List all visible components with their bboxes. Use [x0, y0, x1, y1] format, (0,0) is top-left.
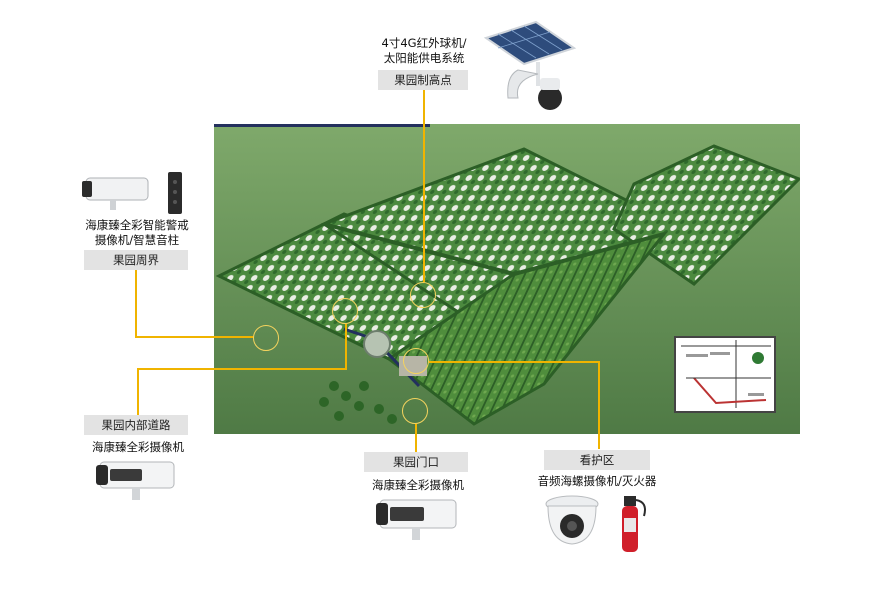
perimeter-label: 果园周界 [84, 250, 188, 270]
high-point-label: 果园制高点 [378, 70, 468, 90]
leader-line-guard-v [598, 361, 600, 449]
outer-trees [319, 381, 397, 424]
perimeter-marker [253, 325, 279, 351]
top-road-strip [214, 124, 430, 127]
gate-caption: 海康臻全彩摄像机 [372, 478, 464, 492]
perimeter-caption: 海康臻全彩智能警戒 摄像机/智慧音柱 [72, 218, 202, 248]
perimeter-caption-line2: 摄像机/智慧音柱 [94, 233, 180, 247]
leader-line-inner-road-h [137, 368, 347, 370]
gate-label: 果园门口 [364, 452, 468, 472]
leader-line-guard-h [429, 361, 599, 363]
orchard-block-east [612, 144, 800, 286]
bullet-camera-icon [92, 456, 182, 504]
internal-road [323, 222, 665, 277]
gate-marker [402, 398, 428, 424]
high-point-caption: 4寸4G红外球机/ 太阳能供电系统 [370, 36, 478, 66]
leader-line-high-point [423, 90, 425, 282]
leader-line-perimeter-v [135, 270, 137, 336]
location-map-svg [681, 340, 771, 408]
turret-camera-extinguisher-icon [540, 492, 660, 554]
orchard-block-south [386, 231, 669, 426]
high-point-marker [410, 282, 436, 308]
bullet-camera-speaker-icon [80, 170, 188, 215]
orchard-aerial-svg [214, 124, 800, 434]
guard-area-marker [403, 348, 429, 374]
high-point-caption-line2: 太阳能供电系统 [383, 51, 465, 65]
guard-caption: 音频海螺摄像机/灭火器 [537, 474, 657, 488]
leader-line-inner-road-v [345, 324, 347, 369]
solar-dome-camera-icon [478, 18, 578, 118]
high-point-caption-line1: 4寸4G红外球机/ [381, 36, 467, 50]
perimeter-caption-line1: 海康臻全彩智能警戒 [85, 218, 189, 232]
location-map-inset [674, 336, 776, 413]
inner-road-marker [332, 298, 358, 324]
inner-road-caption: 海康臻全彩摄像机 [92, 440, 184, 454]
leader-line-gate [415, 424, 417, 452]
leader-line-perimeter-h [135, 336, 253, 338]
bullet-camera-icon [372, 494, 464, 544]
orchard-aerial-image [214, 124, 800, 434]
leader-line-inner-road-drop [137, 368, 139, 416]
entrance-roundabout [363, 330, 391, 358]
inner-road-label: 果园内部道路 [84, 415, 188, 435]
guard-label: 看护区 [544, 450, 650, 470]
